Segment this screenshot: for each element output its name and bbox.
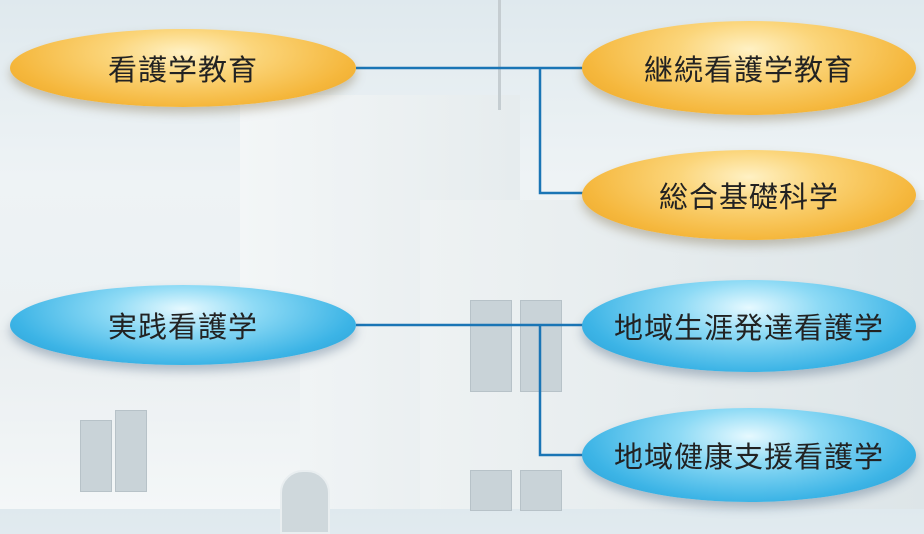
node-continuing-nursing-education: 継続看護学教育 (582, 21, 916, 115)
node-community-lifespan-nursing: 地域生涯発達看護学 (582, 280, 916, 372)
window (470, 300, 512, 392)
node-practical-nursing: 実践看護学 (10, 285, 356, 365)
connector-line (538, 68, 588, 195)
node-nursing-education: 看護学教育 (10, 29, 356, 107)
connector-line (538, 325, 588, 457)
node-general-basic-science: 総合基礎科学 (582, 150, 916, 240)
window (115, 410, 147, 492)
connector-lines (356, 66, 588, 457)
node-community-health-support-nursing: 地域健康支援看護学 (582, 408, 916, 502)
antenna (498, 0, 501, 110)
window (80, 420, 112, 492)
